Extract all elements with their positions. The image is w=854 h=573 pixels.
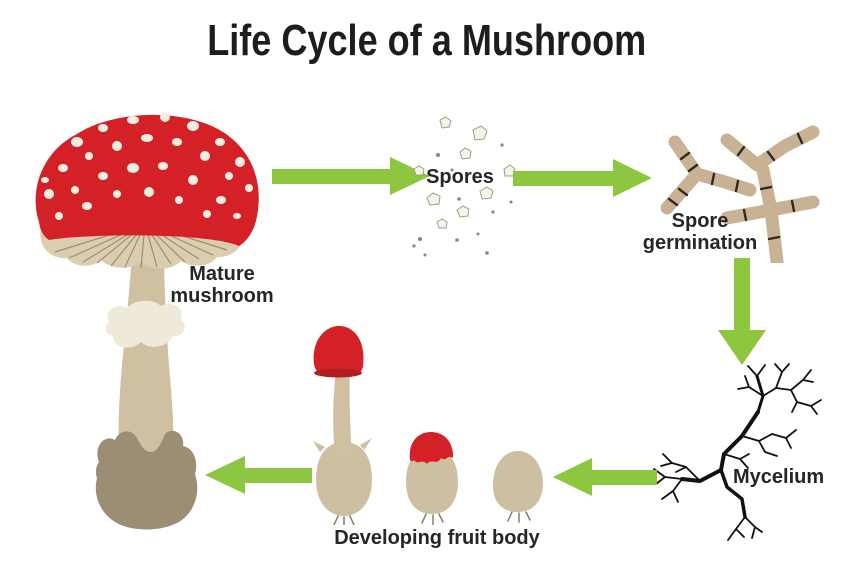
germinating-spore-septa [667,132,804,241]
label-developing-fruit-body: Developing fruit body [334,527,540,549]
spores-illustration [412,116,516,257]
fruit-body-stage-egg-with-cap [406,432,458,525]
developing-fruit-bodies-illustration [313,326,543,525]
mushroom-ring [105,300,185,348]
arrow-mycelium-to-fruit-body [553,458,657,496]
mycelium-branches [653,363,822,541]
page-title-text: Life Cycle of a Mushroom [207,16,647,65]
fruit-body-stage-young-mushroom [313,326,372,525]
arrow-left-shape [553,458,657,496]
label-spore-germination: Spore germination [642,210,758,254]
mushroom-stem [118,242,174,462]
arrow-fruit-body-to-mature [205,456,312,494]
page-title: Life Cycle of a Mushroom [0,16,854,66]
label-spores: Spores [426,166,494,188]
arrow-mature-to-spores [272,157,430,195]
label-mycelium: Mycelium [733,466,825,488]
spore-particles-specks [412,143,513,257]
arrow-germination-to-mycelium [718,258,766,365]
germinating-spores-illustration [660,125,820,263]
label-mature-mushroom: Mature mushroom [170,263,274,307]
arrow-right-shape [513,159,652,197]
arrow-right-shape [272,157,430,195]
fruit-body-stage-button [493,450,543,523]
mycelium-illustration [653,363,822,541]
mushroom-base [95,430,198,530]
mushroom-cap [35,114,259,246]
arrow-down-shape [718,258,766,365]
arrow-spores-to-germination [513,159,652,197]
spore-particles-outlined [413,116,516,229]
arrow-left-shape [205,456,312,494]
mature-mushroom-illustration [35,112,259,530]
cap-spots [41,112,253,220]
